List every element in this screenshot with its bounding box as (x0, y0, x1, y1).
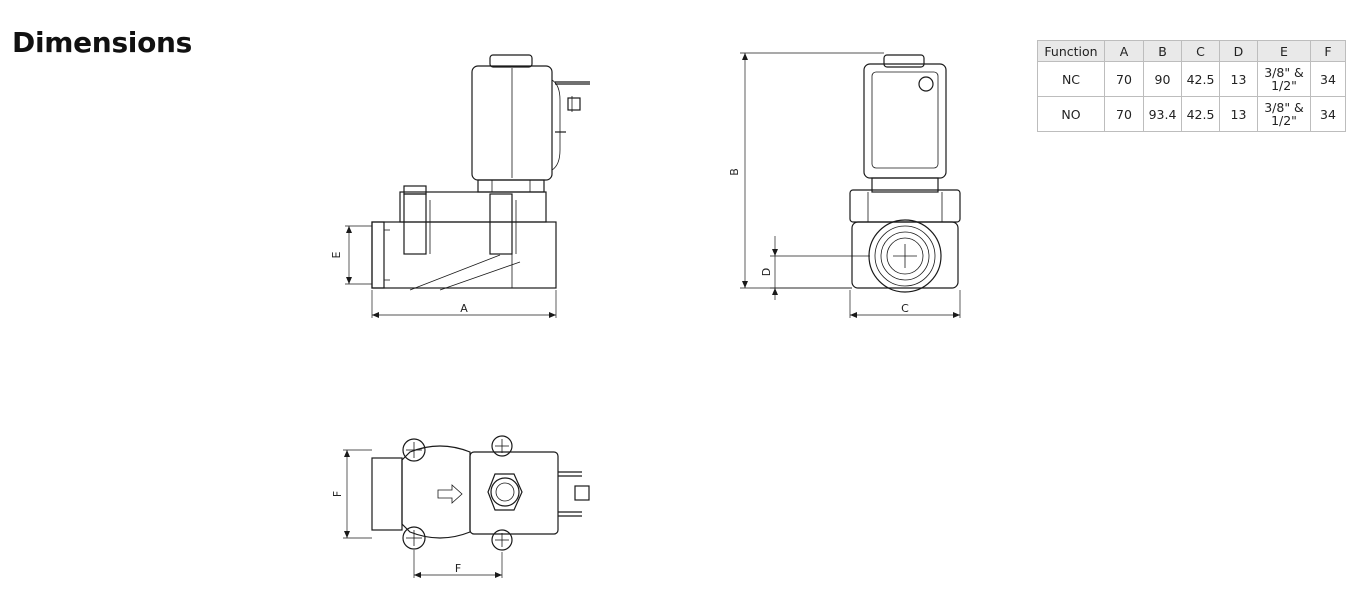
screw-top-left (402, 438, 426, 462)
table-row: NC 70 90 42.5 13 3/8" &1/2" 34 (1037, 61, 1346, 97)
screw-top-right (491, 435, 513, 457)
header-e: E (1257, 40, 1311, 62)
valve-front-view: B D C (728, 52, 961, 318)
page-title: Dimensions (12, 26, 193, 59)
cell-f: 34 (1310, 96, 1346, 132)
screw-bottom-right (491, 529, 513, 551)
dim-label-d: D (760, 268, 773, 276)
header-d: D (1219, 40, 1258, 62)
cell-a: 70 (1104, 96, 1144, 132)
header-c: C (1181, 40, 1220, 62)
dim-label-f-side: F (331, 491, 344, 497)
cell-b: 93.4 (1143, 96, 1182, 132)
header-a: A (1104, 40, 1144, 62)
screw-bottom-left (402, 526, 426, 550)
flow-arrow-icon (437, 484, 463, 504)
cell-c: 42.5 (1181, 96, 1220, 132)
header-function: Function (1037, 40, 1105, 62)
cell-e-line1: 3/8" & (1264, 65, 1304, 80)
cell-d: 13 (1219, 61, 1258, 97)
table-row: NO 70 93.4 42.5 13 3/8" &1/2" 34 (1037, 96, 1346, 132)
header-b: B (1143, 40, 1182, 62)
valve-top-view: F F (331, 435, 590, 578)
cell-e-line2: 1/2" (1271, 78, 1297, 93)
cell-e-line2: 1/2" (1271, 113, 1297, 128)
cell-e: 3/8" &1/2" (1257, 61, 1311, 97)
dimensions-table: Function A B C D E F NC 70 90 42.5 13 3/… (1037, 40, 1346, 132)
dim-label-e: E (330, 251, 343, 258)
dim-label-c: C (901, 302, 909, 315)
cell-e-line1: 3/8" & (1264, 100, 1304, 115)
header-f: F (1310, 40, 1346, 62)
cell-function: NO (1037, 96, 1105, 132)
cell-b: 90 (1143, 61, 1182, 97)
cell-c: 42.5 (1181, 61, 1220, 97)
cell-function: NC (1037, 61, 1105, 97)
dim-label-a: A (460, 302, 468, 315)
crosshair-icon (893, 244, 917, 268)
cell-d: 13 (1219, 96, 1258, 132)
dim-label-b: B (728, 168, 741, 176)
valve-side-view: E A (330, 54, 590, 318)
table-header-row: Function A B C D E F (1037, 40, 1346, 62)
cell-a: 70 (1104, 61, 1144, 97)
cell-f: 34 (1310, 61, 1346, 97)
dim-label-f-bottom: F (455, 562, 461, 575)
cell-e: 3/8" &1/2" (1257, 96, 1311, 132)
